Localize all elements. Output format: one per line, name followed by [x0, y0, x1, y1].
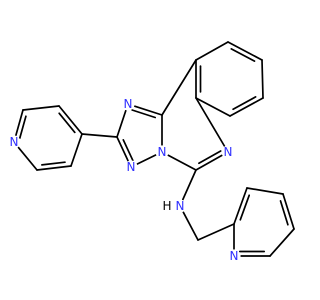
atom-h-amine-background: [160, 199, 174, 213]
bond-b3-b4-inner: [232, 96, 257, 111]
bond-n3-nBr: [136, 154, 157, 165]
bond-p2-p3: [22, 105, 60, 111]
bond-q4-q5: [269, 228, 295, 257]
atom-n-pyridine-bottom: N: [230, 249, 239, 263]
bond-p1-p2: [58, 105, 83, 135]
bond-c2-p1: [81, 133, 118, 138]
atom-n-pyridine-left-background: [7, 135, 21, 149]
bond-p3-pN: [15, 109, 24, 137]
bond-q1-q2-inner: [239, 194, 251, 221]
bond-p5-p6: [36, 165, 72, 171]
atom-n-quinazoline-background: [221, 145, 235, 159]
bond-c5-nh: [181, 169, 197, 201]
atom-n-triazole-top: N: [124, 97, 133, 111]
atom-n-triazole-top-background: [121, 97, 135, 111]
bond-ch2-q1: [197, 223, 235, 241]
atom-n-pyridine-bottom-background: [227, 249, 241, 263]
bond-c2-n3-inner: [122, 139, 134, 162]
bond-c10b-n1-inner: [131, 109, 157, 119]
atom-h-amine: H: [162, 199, 171, 213]
atom-n-triazole-bridge-background: [155, 145, 169, 159]
bond-p6-p1: [70, 133, 83, 167]
bond-c5-n6: [195, 154, 223, 171]
bond-p3-pN-inner: [18, 115, 27, 139]
bond-c10b-n1: [133, 105, 163, 116]
bond-b1-b2-inner: [230, 48, 256, 62]
bond-b2-b3: [261, 59, 264, 99]
atom-n-triazole-left: N: [127, 160, 136, 174]
atom-n-pyridine-left: N: [10, 135, 19, 149]
bond-pN-p5: [17, 146, 38, 171]
atom-n-amine-background: [173, 199, 187, 213]
atom-n-amine: N: [176, 199, 185, 213]
bond-q1-q2: [233, 187, 248, 225]
bond-group: [15, 41, 295, 257]
atom-n-triazole-left-background: [124, 160, 138, 174]
bond-p5-p6-inner: [41, 161, 66, 166]
bond-q3-q4-inner: [279, 200, 289, 226]
bond-q2-q3: [246, 187, 284, 195]
bond-c2-n3: [116, 136, 129, 162]
bond-nh-ch2: [182, 211, 199, 241]
atom-n-quinazoline: N: [224, 145, 233, 159]
bond-n1-c2: [116, 109, 127, 138]
bond-b6-b1: [195, 41, 229, 61]
bond-c5-n6-inner: [198, 150, 222, 165]
atom-n-triazole-bridge: N: [158, 145, 167, 159]
bond-nBr-c5: [167, 154, 197, 171]
bond-q3-q4: [282, 193, 295, 230]
bond-p1-p2-inner: [58, 112, 76, 134]
bond-b4-b5: [195, 97, 231, 117]
bond-n6-b5: [195, 97, 226, 147]
bond-b1-b2: [227, 41, 263, 61]
bond-b3-b4: [229, 97, 264, 117]
bond-b6-c10b: [161, 59, 197, 116]
